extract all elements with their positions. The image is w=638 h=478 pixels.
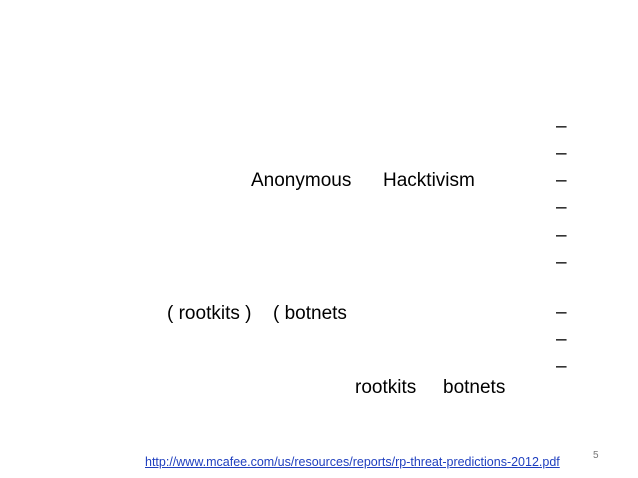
page-number: 5 — [593, 450, 599, 461]
term-botnets-parenthesized: ( botnets — [273, 303, 347, 324]
bullet-dash: – — [556, 329, 567, 350]
term-rootkits-parenthesized: ( rootkits ) — [167, 303, 252, 324]
term-hacktivism: Hacktivism — [383, 170, 475, 191]
bullet-dash: – — [556, 197, 567, 218]
bullet-dash: – — [556, 252, 567, 273]
source-link[interactable]: http://www.mcafee.com/us/resources/repor… — [145, 455, 560, 469]
bullet-dash: – — [556, 170, 567, 191]
term-rootkits: rootkits — [355, 377, 417, 398]
bullet-dash: – — [556, 225, 567, 246]
term-anonymous: Anonymous — [251, 170, 352, 191]
bullet-dash: – — [556, 302, 567, 323]
term-botnets: botnets — [443, 377, 506, 398]
bullet-dash: – — [556, 356, 567, 377]
bullet-dash: – — [556, 143, 567, 164]
bullet-dash: – — [556, 116, 567, 137]
